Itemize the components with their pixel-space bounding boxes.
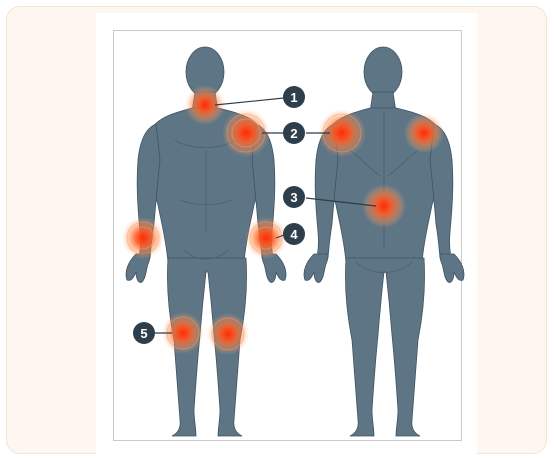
marker-1: 1 <box>283 86 305 108</box>
svg-text:1: 1 <box>290 90 297 105</box>
svg-text:5: 5 <box>140 326 147 341</box>
marker-2: 2 <box>283 122 305 144</box>
svg-text:2: 2 <box>290 126 297 141</box>
pain-spot-right-wrist <box>245 217 287 259</box>
pain-spot-back-right-shoulder <box>404 113 444 153</box>
marker-5: 5 <box>133 322 155 344</box>
svg-text:4: 4 <box>290 227 298 242</box>
marker-4: 4 <box>283 223 305 245</box>
marker-3: 3 <box>283 186 305 208</box>
pain-spot-right-knee <box>207 313 249 355</box>
pain-spot-lower-back <box>362 184 406 228</box>
svg-text:3: 3 <box>290 190 297 205</box>
pain-spot-left-wrist <box>122 217 164 259</box>
